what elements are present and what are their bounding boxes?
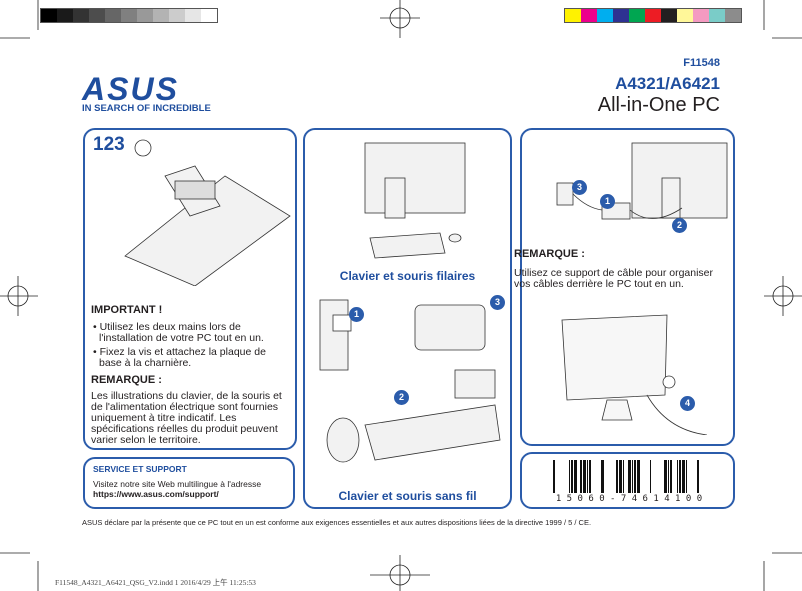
support-link[interactable]: https://www.asus.com/support/ xyxy=(93,489,219,499)
barcode-bar xyxy=(679,460,681,493)
important-item: • Fixez la vis et attachez la plaque de … xyxy=(93,346,266,369)
color-swatch xyxy=(597,9,613,22)
note-text: Les illustrations du clavier, de la sour… xyxy=(91,390,282,446)
color-swatch xyxy=(153,9,169,22)
color-swatch xyxy=(693,9,709,22)
wired-keyboard-illustration xyxy=(364,142,466,259)
color-swatch xyxy=(185,9,201,22)
service-text: Visitez notre site Web multilingue à l'a… xyxy=(93,479,262,489)
note-heading: REMARQUE : xyxy=(91,374,162,386)
service-support-box: SERVICE ET SUPPORT Visitez notre site We… xyxy=(83,457,295,509)
barcode-box: 1 5 0 6 0 - 7 4 6 1 4 1 0 0 xyxy=(520,452,735,509)
color-swatch xyxy=(581,9,597,22)
color-swatch xyxy=(565,9,581,22)
barcode-bar xyxy=(569,460,570,493)
color-swatch xyxy=(677,9,693,22)
wired-caption: Clavier et souris filaires xyxy=(339,269,476,283)
document-code: F11548 xyxy=(683,57,720,69)
color-swatch xyxy=(613,9,629,22)
barcode-bar xyxy=(668,460,669,493)
barcode-bar xyxy=(553,460,555,493)
color-swatch xyxy=(137,9,153,22)
stand-installation-illustration xyxy=(124,139,291,286)
barcode-bar xyxy=(589,460,591,493)
wireless-caption: Clavier et souris sans fil xyxy=(338,489,477,503)
color-swatch xyxy=(645,9,661,22)
wireless-keyboard-illustration xyxy=(319,299,501,463)
barcode-bar xyxy=(587,460,588,493)
color-swatch xyxy=(725,9,741,22)
color-swatch xyxy=(121,9,137,22)
service-title: SERVICE ET SUPPORT xyxy=(93,464,187,474)
step-badge: 3 xyxy=(572,180,587,195)
cmyk-color-bar xyxy=(564,8,742,23)
barcode-bar xyxy=(677,460,678,493)
cable-panel: 3 1 2 REMARQUE : Utilisez ce support de … xyxy=(514,128,735,446)
cable-holder-illustration xyxy=(561,314,707,435)
barcode-bar xyxy=(686,460,687,493)
barcode-bar xyxy=(664,460,667,493)
asus-logo: ASUS IN SEARCH OF INCREDIBLE xyxy=(82,71,211,114)
model-number: A4321/A6421 xyxy=(615,74,720,93)
cable-note-text: Utilisez ce support de câble pour organi… xyxy=(514,267,714,290)
color-swatch xyxy=(201,9,217,22)
barcode-bar xyxy=(616,460,618,493)
conformity-declaration: ASUS déclare par la présente que ce PC t… xyxy=(82,518,592,527)
cable-note-heading: REMARQUE : xyxy=(514,248,585,260)
barcode-bar xyxy=(697,460,699,493)
important-heading: IMPORTANT ! xyxy=(91,304,163,316)
step-badge: 2 xyxy=(672,218,687,233)
file-slug: F11548_A4321_A6421_QSG_V2.indd 1 2016/4/… xyxy=(55,578,256,587)
step-badge: 2 xyxy=(394,390,409,405)
color-swatch xyxy=(57,9,73,22)
barcode-bar xyxy=(623,460,624,493)
barcode-bar xyxy=(670,460,672,493)
barcode-bar xyxy=(571,460,573,493)
barcode-bar xyxy=(619,460,622,493)
barcode-number: 1 5 0 6 0 - 7 4 6 1 4 1 0 0 xyxy=(555,494,703,504)
product-title: All-in-One PC xyxy=(597,94,720,116)
power-connection-illustration xyxy=(556,142,728,220)
barcode-bar xyxy=(650,460,651,493)
keyboard-mouse-panel: Clavier et souris filaires 1 2 3 Clavier… xyxy=(303,128,512,509)
barcode-bar xyxy=(601,460,604,493)
color-swatch xyxy=(89,9,105,22)
color-swatch xyxy=(169,9,185,22)
barcode-bar xyxy=(574,460,577,493)
step-badge: 3 xyxy=(490,295,505,310)
barcode-bar xyxy=(583,460,586,493)
barcode-bar xyxy=(634,460,636,493)
step-badge: 1 xyxy=(349,307,364,322)
barcode-bar xyxy=(580,460,582,493)
color-swatch xyxy=(629,9,645,22)
important-item: • Utilisez les deux mains lors de l'inst… xyxy=(93,321,264,344)
barcode-bar xyxy=(632,460,633,493)
installation-panel: 123 IMPORTANT ! • Utilisez les deux main… xyxy=(83,128,297,450)
barcode-bar xyxy=(637,460,640,493)
step-badge: 1 xyxy=(600,194,615,209)
color-swatch xyxy=(709,9,725,22)
grayscale-color-bar xyxy=(40,8,218,23)
step-badge: 4 xyxy=(680,396,695,411)
barcode-bar xyxy=(628,460,631,493)
color-swatch xyxy=(661,9,677,22)
barcode-bar xyxy=(682,460,685,493)
barcode xyxy=(553,460,699,493)
color-swatch xyxy=(41,9,57,22)
color-swatch xyxy=(105,9,121,22)
step-number: 123 xyxy=(93,134,125,155)
color-swatch xyxy=(73,9,89,22)
